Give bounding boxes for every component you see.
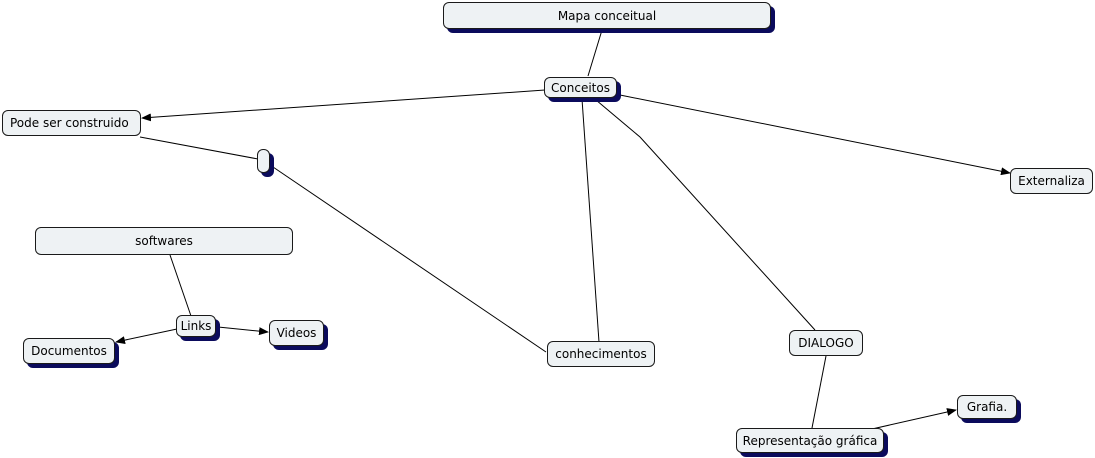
node-label: Representação gráfica [742, 433, 878, 448]
edge-softwares-links [169, 254, 192, 317]
node-videos[interactable]: Videos [269, 320, 324, 346]
node-label: Pode ser construido [10, 116, 129, 130]
node-label: Mapa conceitual [557, 8, 657, 23]
node-externaliza[interactable]: Externaliza [1010, 168, 1093, 194]
node-empty[interactable] [257, 149, 270, 173]
node-documentos[interactable]: Documentos [23, 338, 115, 364]
node-label: Videos [276, 326, 317, 340]
node-pode-ser-construido[interactable]: Pode ser construido [2, 110, 141, 136]
node-conceitos[interactable]: Conceitos [544, 77, 617, 98]
node-representacao-grafica[interactable]: Representação gráfica [736, 428, 884, 453]
edge-conceitos-dialogo [595, 99, 816, 331]
edge-links-videos [217, 326, 269, 336]
node-label: Documentos [31, 344, 107, 358]
edge-dialogo-representacao [811, 355, 827, 429]
edge-representacao-grafia [871, 408, 957, 430]
edge-conceitos-externaliza [619, 94, 1011, 176]
node-grafia[interactable]: Grafia. [957, 395, 1017, 419]
node-label: Conceitos [551, 80, 610, 95]
node-mapa-conceitual[interactable]: Mapa conceitual [443, 2, 771, 29]
node-dialogo[interactable]: DIALOGO [789, 330, 863, 356]
node-label: conhecimentos [555, 347, 647, 361]
node-label: Externaliza [1018, 174, 1085, 188]
edge-conceitos-pode [141, 89, 546, 122]
edge-conceitos-conhecimentos [581, 98, 600, 343]
node-label: Links [180, 319, 212, 333]
edge-blank-conhecimentos [272, 166, 547, 353]
node-conhecimentos[interactable]: conhecimentos [547, 341, 655, 367]
edge-pode-blank [139, 136, 259, 160]
edge-mapa-conceitos [587, 29, 603, 77]
node-label: Grafia. [966, 400, 1008, 414]
edge-links-documentos [115, 328, 178, 345]
node-label: DIALOGO [798, 336, 854, 350]
node-softwares[interactable]: softwares [35, 227, 293, 255]
node-links[interactable]: Links [176, 315, 216, 337]
node-label: softwares [135, 234, 193, 248]
